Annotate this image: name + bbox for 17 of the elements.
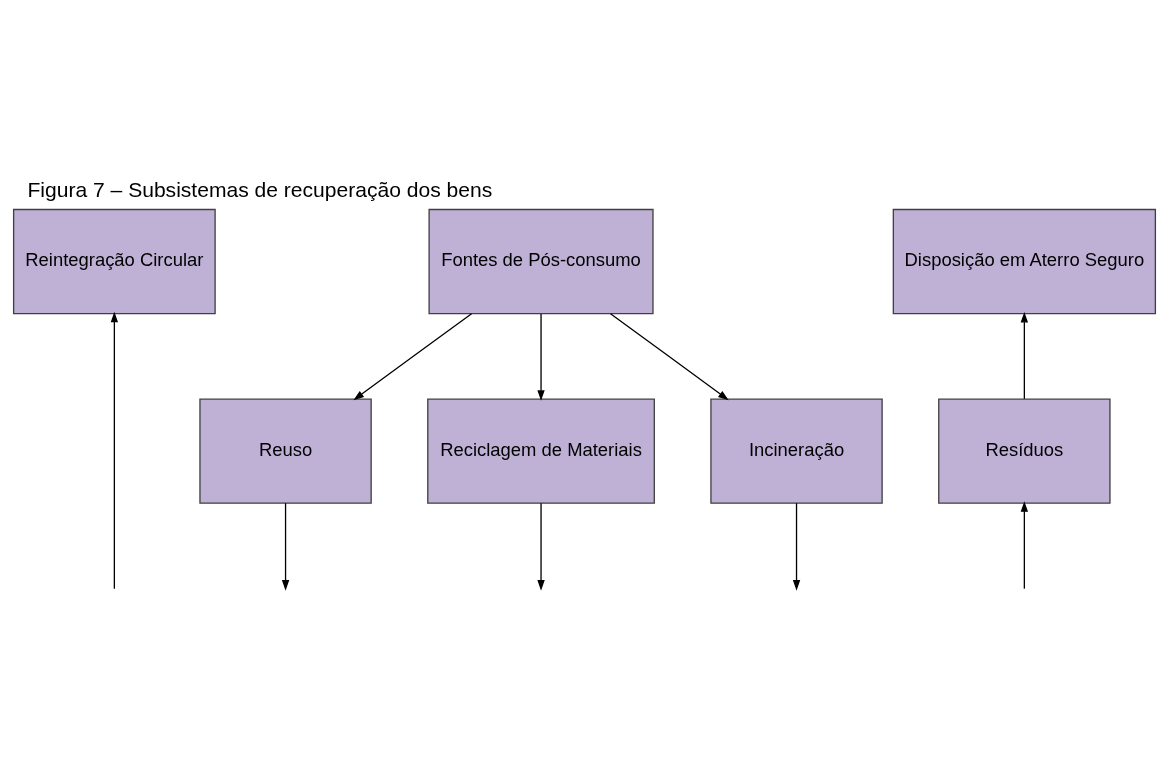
node-box: Reuso [199, 398, 372, 504]
node-box: Fontes de Pós-consumo [428, 208, 654, 315]
node-box: Reintegração Circular [12, 208, 216, 315]
node-box: Disposição em Aterro Seguro [892, 208, 1157, 315]
arrow [353, 313, 473, 401]
arrow [1020, 501, 1029, 590]
arrow [281, 502, 290, 591]
arrow [110, 311, 119, 590]
node-box: Incineração [710, 398, 883, 504]
arrow [792, 502, 801, 591]
arrow [537, 502, 545, 591]
arrow [609, 313, 729, 401]
node-box: Reciclagem de Materiais [427, 398, 655, 504]
arrow [537, 313, 545, 401]
node-box: Resíduos [938, 398, 1111, 504]
arrow [1020, 311, 1029, 400]
diagram-title: Figura 7 – Subsistemas de recuperação dos bens [27, 178, 493, 202]
